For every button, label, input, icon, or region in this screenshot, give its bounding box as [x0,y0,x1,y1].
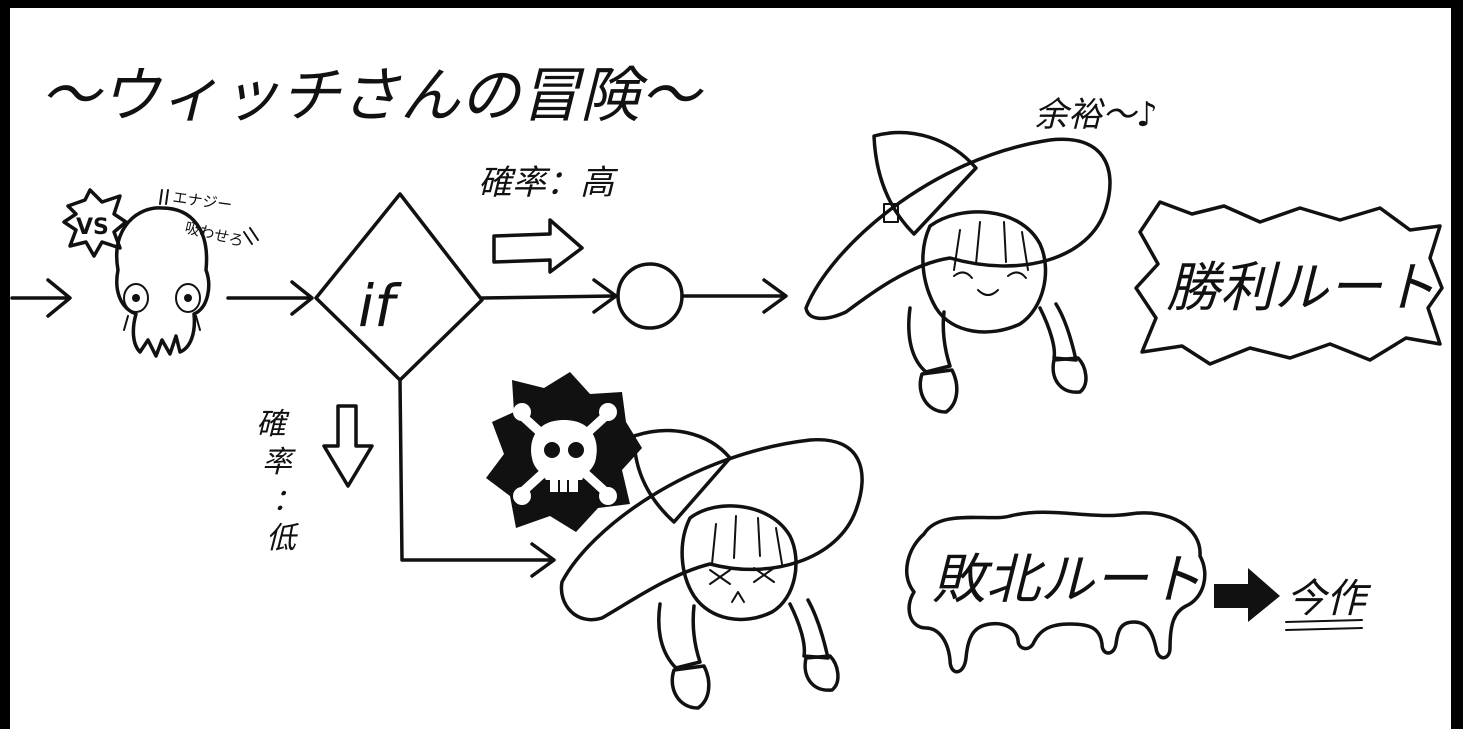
vs-burst: VS [62,188,128,258]
octopus-enemy [114,206,211,358]
arrow-to-decision [226,280,314,316]
title-text: ～ウィッチさんの冒険～ [40,61,704,131]
lose-route-label: 敗北ルート [932,548,1202,611]
low-branch-char-4: 低 [266,521,300,556]
vs-label: VS [76,215,109,240]
high-branch: 確率：高 [478,163,788,330]
entry-arrow [10,278,72,318]
high-branch-label: 確率：高 [478,163,619,203]
low-branch: 確 率 ： 低 [256,378,556,578]
low-branch-char-3: ： [272,483,302,518]
flowchart-drawing: ～ウィッチさんの冒険～ VS エナジー 吸わせろ if [10,61,1444,710]
victory-burst: 勝利ルート [1134,200,1444,366]
low-branch-char-2: 率 [262,445,296,480]
next-arrow: 今作 [1214,568,1372,631]
win-reaction: 余裕～♪ [1034,95,1158,135]
enemy-speech: エナジー 吸わせろ [159,188,259,250]
enemy-speech-line2: 吸わせろ [183,218,246,250]
witch-defeated [559,428,864,710]
comic-panel: ～ウィッチさんの冒険～ VS エナジー 吸わせろ if [10,8,1451,729]
skull-burst [486,372,642,532]
decision-diamond: if [314,192,484,382]
low-branch-char-1: 確 [256,407,290,442]
witch-happy: 余裕～♪ [804,95,1158,414]
win-route-label: 勝利ルート [1166,256,1436,319]
decision-label: if [358,272,402,340]
defeat-blob: 敗北ルート [905,510,1207,674]
next-label: 今作 [1286,576,1372,622]
